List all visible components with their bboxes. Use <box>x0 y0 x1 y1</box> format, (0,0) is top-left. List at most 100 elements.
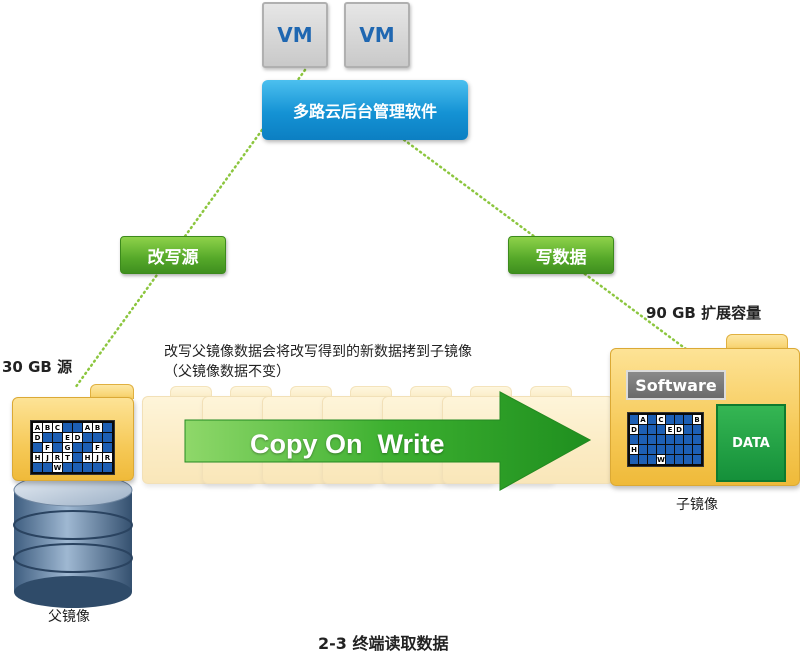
grid-cell <box>675 455 683 464</box>
grid-cell <box>675 435 683 444</box>
grid-cell <box>648 445 656 454</box>
grid-cell <box>73 423 82 432</box>
grid-cell <box>684 425 692 434</box>
grid-cell: H <box>630 445 638 454</box>
note-line-1: 改写父镜像数据会将改写得到的新数据拷到子镜像 <box>164 344 472 360</box>
grid-cell <box>684 455 692 464</box>
grid-cell <box>63 463 72 472</box>
grid-cell <box>43 433 52 442</box>
grid-cell: C <box>53 423 62 432</box>
grid-cell: W <box>53 463 62 472</box>
grid-cell <box>53 433 62 442</box>
grid-cell <box>648 455 656 464</box>
grid-cell: T <box>63 453 72 462</box>
grid-cell <box>684 435 692 444</box>
grid-cell: R <box>53 453 62 462</box>
grid-cell: F <box>93 443 102 452</box>
grid-cell: A <box>639 415 647 424</box>
grid-cell <box>103 423 112 432</box>
grid-cell <box>43 463 52 472</box>
grid-cell <box>93 433 102 442</box>
grid-cell <box>648 435 656 444</box>
child-image-caption: 子镜像 <box>676 497 718 513</box>
dotted-line-to-child <box>378 120 692 354</box>
grid-cell: H <box>33 453 42 462</box>
figure-caption: 2-3 终端读取数据 <box>318 634 449 653</box>
grid-cell: H <box>83 453 92 462</box>
grid-cell: D <box>73 433 82 442</box>
write-data-label: 写数据 <box>508 236 614 274</box>
grid-cell <box>639 435 647 444</box>
disk-icon <box>13 473 133 608</box>
grid-cell <box>33 463 42 472</box>
grid-cell <box>630 415 638 424</box>
management-software-box: 多路云后台管理软件 <box>262 80 468 140</box>
grid-cell <box>693 455 701 464</box>
grid-cell <box>630 455 638 464</box>
grid-cell: D <box>675 425 683 434</box>
grid-cell: E <box>63 433 72 442</box>
grid-cell <box>693 435 701 444</box>
grid-cell <box>103 443 112 452</box>
grid-cell <box>657 445 665 454</box>
child-capacity-text: 90 GB 扩展容量 <box>646 304 762 322</box>
grid-cell <box>639 455 647 464</box>
grid-cell <box>657 435 665 444</box>
vm-box-2: VM <box>344 2 410 68</box>
grid-cell <box>33 443 42 452</box>
child-folder-tab <box>726 334 788 351</box>
grid-cell <box>53 443 62 452</box>
parent-image-caption: 父镜像 <box>48 609 90 625</box>
grid-cell: G <box>63 443 72 452</box>
grid-cell <box>639 445 647 454</box>
grid-cell <box>675 415 683 424</box>
grid-cell: D <box>630 425 638 434</box>
grid-cell: E <box>666 425 674 434</box>
grid-cell <box>83 443 92 452</box>
grid-cell <box>666 435 674 444</box>
copy-on-write-arrow-front <box>184 391 592 491</box>
grid-cell <box>666 445 674 454</box>
grid-cell: W <box>657 455 665 464</box>
vm-box-1: VM <box>262 2 328 68</box>
grid-cell <box>657 425 665 434</box>
note-line-2: （父镜像数据不变） <box>164 364 290 380</box>
grid-cell: F <box>43 443 52 452</box>
grid-cell: A <box>33 423 42 432</box>
grid-cell <box>73 453 82 462</box>
grid-cell <box>639 425 647 434</box>
grid-cell <box>103 433 112 442</box>
grid-cell <box>73 443 82 452</box>
grid-cell <box>666 455 674 464</box>
parent-capacity-text: 30 GB 源 <box>2 358 73 376</box>
grid-cell: C <box>657 415 665 424</box>
grid-cell: B <box>93 423 102 432</box>
grid-cell: J <box>43 453 52 462</box>
grid-cell <box>648 425 656 434</box>
data-block: DATA <box>716 404 786 482</box>
grid-cell: D <box>33 433 42 442</box>
software-tag: Software <box>626 370 726 400</box>
grid-cell <box>63 423 72 432</box>
grid-cell <box>648 415 656 424</box>
grid-cell <box>684 415 692 424</box>
grid-cell <box>103 463 112 472</box>
grid-cell: A <box>83 423 92 432</box>
rewrite-source-label: 改写源 <box>120 236 226 274</box>
grid-cell <box>693 445 701 454</box>
grid-cell <box>684 445 692 454</box>
grid-cell <box>83 433 92 442</box>
copy-on-write-text: Copy On Write <box>250 428 445 459</box>
grid-cell: B <box>43 423 52 432</box>
grid-cell: R <box>103 453 112 462</box>
grid-cell <box>675 445 683 454</box>
grid-cell <box>73 463 82 472</box>
grid-cell <box>666 415 674 424</box>
grid-cell: B <box>693 415 701 424</box>
grid-cell <box>83 463 92 472</box>
grid-cell: J <box>93 453 102 462</box>
grid-cell <box>630 435 638 444</box>
